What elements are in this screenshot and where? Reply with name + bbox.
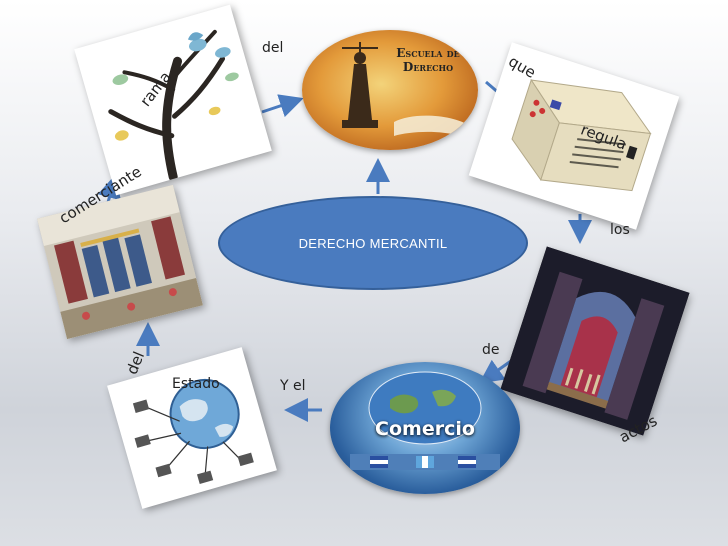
connector-y-el: Y el	[280, 378, 306, 394]
tree-branch-icon	[108, 29, 239, 182]
justice-statue-icon	[342, 42, 470, 140]
electric-box-card	[468, 42, 680, 230]
connector-estado: Estado	[172, 376, 220, 392]
comercio-title: Comercio	[375, 418, 475, 440]
escuela-title-line1: Escuela de	[396, 46, 460, 60]
connector-los: los	[610, 222, 630, 238]
store-icon	[37, 184, 203, 340]
connector-del-top: del	[262, 40, 284, 56]
theater-card	[500, 246, 690, 436]
arrow-rama-to-escuela	[261, 94, 304, 118]
globe-icon	[350, 371, 500, 470]
escuela-derecho-image: Escuela de Derecho	[302, 30, 478, 150]
center-concept-oval: DERECHO MERCANTIL	[218, 196, 528, 290]
tree-branch-card	[74, 4, 272, 196]
electric-box-icon	[511, 78, 652, 192]
network-globe-icon	[132, 378, 254, 485]
escuela-title-line2: Derecho	[402, 60, 454, 74]
store-card	[37, 184, 203, 340]
theater-stage-icon	[500, 246, 690, 436]
network-globe-card	[107, 347, 277, 509]
comercio-globe-image: Comercio	[330, 362, 520, 494]
center-concept-label: DERECHO MERCANTIL	[298, 235, 448, 251]
connector-de: de	[482, 342, 500, 358]
